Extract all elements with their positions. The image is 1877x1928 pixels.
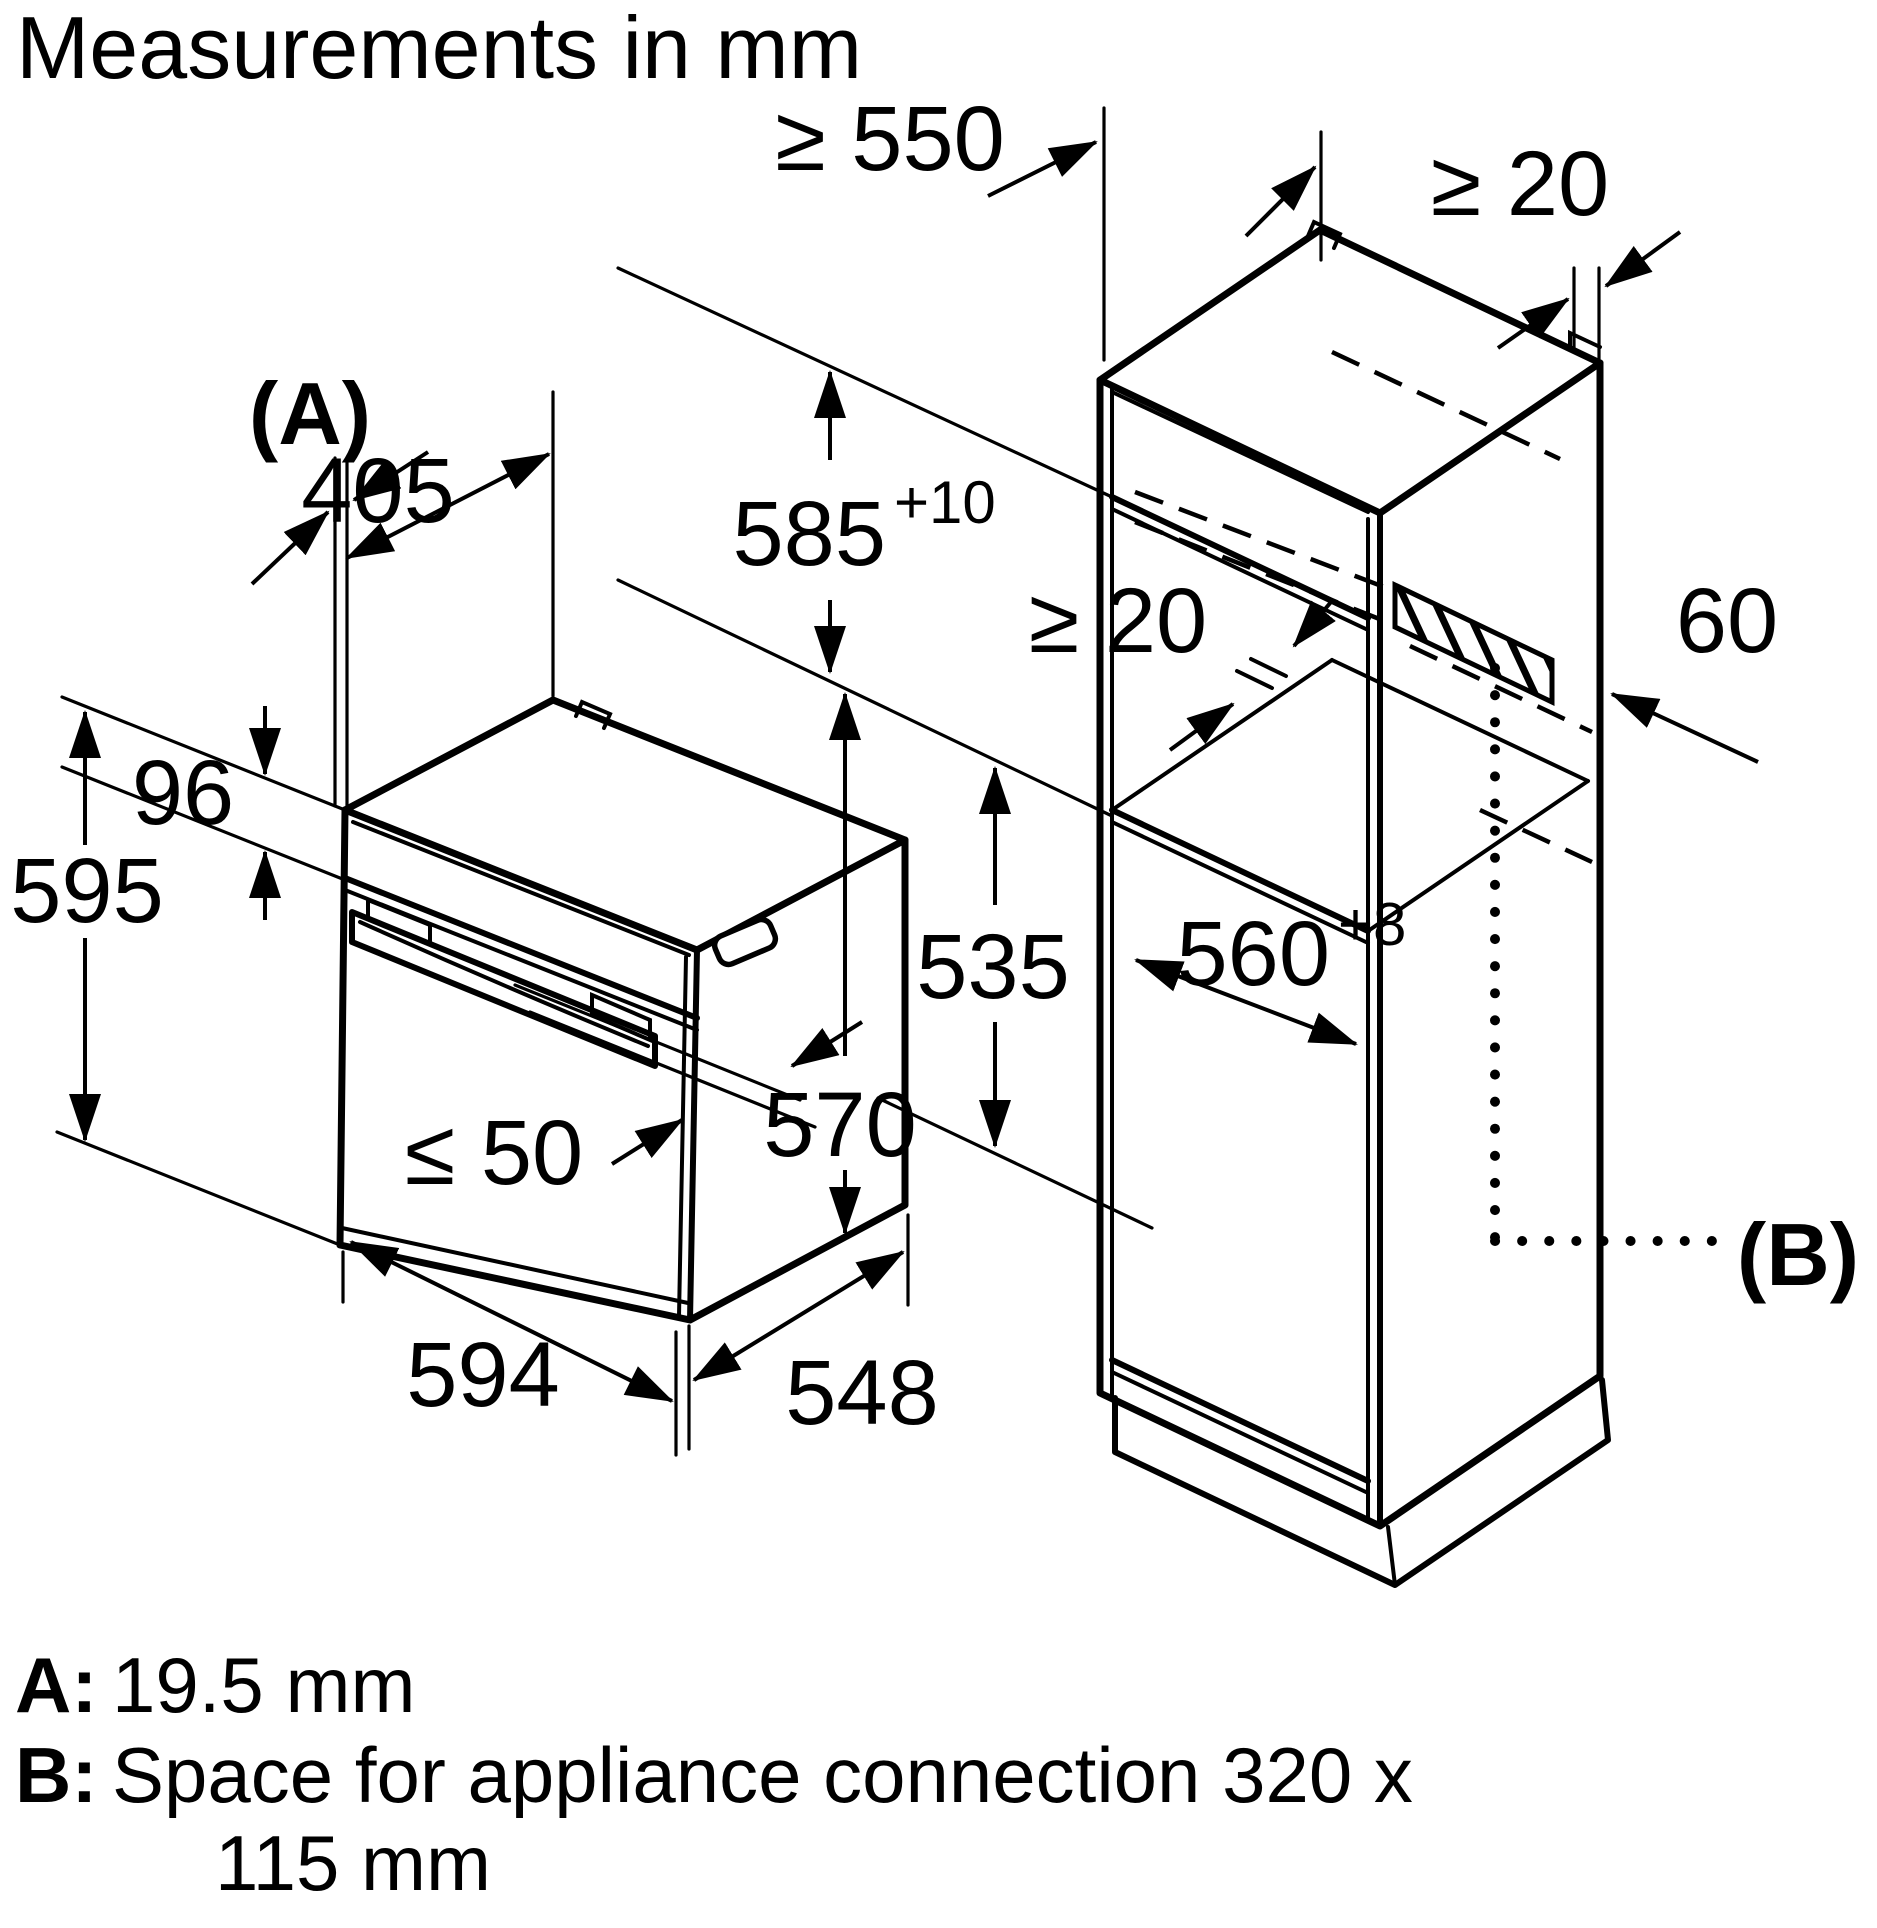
vent-gap-ticks xyxy=(1235,657,1288,690)
dim-96: 96 xyxy=(60,695,347,920)
vent-cutout-hatch xyxy=(1392,581,1555,706)
cabinet-outline xyxy=(1096,226,1604,1530)
oven-top-face-inner-line xyxy=(351,820,691,957)
dim-20-top: ≥ 20 xyxy=(1431,133,1682,362)
dim-570-label: 570 xyxy=(763,1074,917,1176)
legend-a-value: 19.5 mm xyxy=(112,1641,415,1729)
legend: A: 19.5 mm B: Space for appliance connec… xyxy=(15,1641,1413,1907)
legend-b-key: B: xyxy=(15,1731,97,1819)
oven-panel-bottom-line xyxy=(342,875,700,1021)
dim-535: 535 xyxy=(876,766,1154,1230)
dim-ref-a: (A) xyxy=(249,364,430,810)
dim-20-top-label: ≥ 20 xyxy=(1431,133,1609,235)
dim-405-label: 405 xyxy=(301,440,455,542)
legend-b-line2: 115 mm xyxy=(215,1819,491,1907)
cabinet-rear-left-notch xyxy=(1306,219,1343,250)
cabinet-top-edges xyxy=(1096,359,1604,517)
dim-20-mid: ≥ 20 xyxy=(1029,570,1336,752)
dim-594: 594 xyxy=(341,1240,691,1457)
oven-dimensions: (A) 405 96 595 ≤ 50 xyxy=(10,364,939,1457)
dim-594-label: 594 xyxy=(406,1324,560,1426)
legend-a-key: A: xyxy=(15,1641,97,1729)
dim-535-label: 535 xyxy=(916,916,1070,1018)
cabinet-hidden-edges xyxy=(1134,349,1593,865)
dim-405: 405 xyxy=(301,390,555,698)
oven-rear-tab xyxy=(574,699,613,730)
cabinet-dimensions: ≥ 550 ≥ 20 585 +10 ≥ 20 60 xyxy=(616,88,1859,1304)
dim-585: 585 +10 xyxy=(616,266,1114,818)
page-title: Measurements in mm xyxy=(16,0,862,97)
dim-548-label: 548 xyxy=(785,1342,939,1444)
oven-door-bottom-line xyxy=(340,1226,690,1305)
dim-60: 60 xyxy=(1610,570,1778,764)
dim-560-tolerance: +8 xyxy=(1338,891,1406,958)
dim-96-label: 96 xyxy=(132,742,234,844)
legend-b-line1: Space for appliance connection 320 x xyxy=(112,1731,1413,1819)
dim-60-label: 60 xyxy=(1676,570,1778,672)
dim-ref-a-label: (A) xyxy=(249,364,371,463)
dim-595-label: 595 xyxy=(10,840,164,942)
cabinet-rear-right-notch xyxy=(1568,329,1602,351)
oven-front-right-edge xyxy=(687,947,700,1323)
oven-grip-hole-icon xyxy=(711,916,779,968)
dim-595: 595 xyxy=(10,710,342,1247)
dim-585-label: 585 xyxy=(733,483,887,585)
dim-50-label: ≤ 50 xyxy=(405,1102,583,1204)
dim-560: 560 +8 xyxy=(1134,891,1406,1046)
dim-550-label: ≥ 550 xyxy=(775,88,1005,190)
dim-570: 570 xyxy=(763,692,917,1235)
connection-space-reference xyxy=(1490,663,1717,1246)
oven-drawing xyxy=(336,696,909,1324)
dim-585-tolerance: +10 xyxy=(894,469,996,536)
dim-548: 548 xyxy=(692,1213,939,1444)
dim-20-mid-label: ≥ 20 xyxy=(1029,570,1207,672)
cabinet-top-inner-line xyxy=(1110,390,1370,514)
cabinet-base xyxy=(1109,1357,1611,1588)
dim-560-label: 560 xyxy=(1177,903,1331,1005)
dim-50: ≤ 50 xyxy=(405,983,864,1204)
dim-550: ≥ 550 xyxy=(775,88,1323,362)
ref-b-label: (B) xyxy=(1737,1205,1859,1304)
